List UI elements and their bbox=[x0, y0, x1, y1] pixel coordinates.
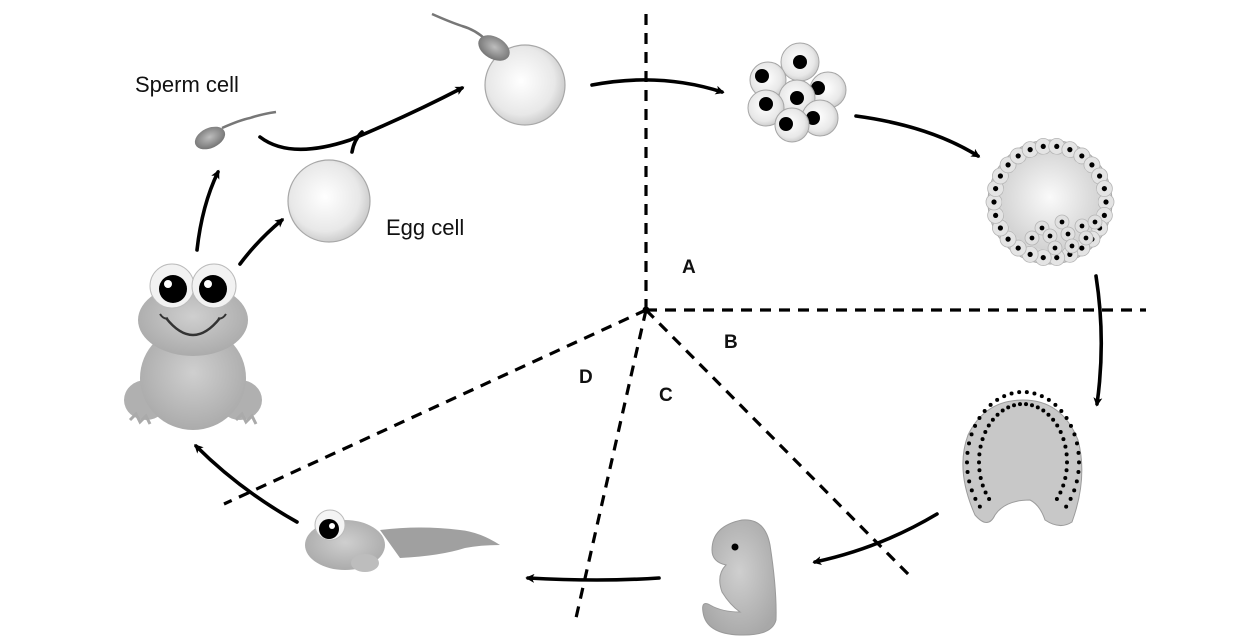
region-label-c: C bbox=[659, 385, 673, 406]
adult-frog-icon bbox=[124, 263, 262, 430]
cell-nucleus bbox=[793, 55, 807, 69]
region-label-b: B bbox=[724, 332, 738, 353]
divider-bottom bbox=[574, 309, 648, 619]
arrow-gametes-to-zygote bbox=[258, 86, 465, 152]
arrow-zygote-to-cleavage bbox=[590, 78, 725, 95]
region-dividers bbox=[223, 14, 1146, 619]
cell-nucleus bbox=[755, 69, 769, 83]
divider-left bbox=[223, 308, 647, 506]
region-label-d: D bbox=[579, 367, 593, 388]
arrow-egg-merge bbox=[350, 130, 364, 154]
cell-nucleus bbox=[811, 81, 825, 95]
blastula-icon bbox=[985, 138, 1115, 266]
egg-cell-icon bbox=[287, 159, 371, 243]
arrow-frog-to-sperm bbox=[195, 169, 220, 252]
sperm-cell-label: Sperm cell bbox=[135, 72, 239, 97]
arrow-gastrula-to-embryo bbox=[812, 512, 939, 566]
arrow-embryo-to-tadpole bbox=[525, 573, 661, 583]
cell-nucleus bbox=[806, 111, 820, 125]
arrow-blastula-to-gastrula bbox=[1093, 274, 1104, 407]
arrow-tadpole-to-frog bbox=[194, 444, 299, 524]
egg-cell-label: Egg cell bbox=[386, 215, 464, 240]
arrow-cleavage-to-blastula bbox=[854, 114, 981, 158]
fertilized-egg-icon bbox=[431, 12, 566, 126]
region-label-a: A bbox=[682, 257, 696, 278]
divider-center-point bbox=[642, 306, 650, 314]
embryo-icon bbox=[702, 519, 777, 636]
cycle-arrows bbox=[194, 78, 1104, 583]
cell-nucleus bbox=[759, 97, 773, 111]
cell-nucleus bbox=[790, 91, 804, 105]
cell-nucleus bbox=[779, 117, 793, 131]
tadpole-icon bbox=[305, 509, 500, 572]
cleavage-cell-cluster-icon bbox=[747, 42, 847, 143]
divider-lower-right bbox=[644, 308, 914, 580]
arrow-frog-to-egg bbox=[238, 218, 285, 266]
sperm-cell-icon bbox=[194, 110, 277, 150]
gastrula-icon bbox=[962, 390, 1083, 526]
